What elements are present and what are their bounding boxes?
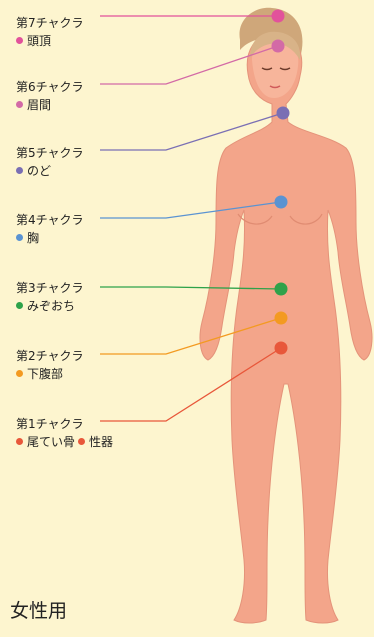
bullet-dot	[16, 302, 23, 309]
bullet-dot	[16, 37, 23, 44]
chakra-point	[275, 342, 288, 355]
chakra-name-label: 第4チャクラ	[16, 212, 84, 228]
bullet-dot	[16, 370, 23, 377]
chakra-name-label: 第1チャクラ	[16, 416, 84, 432]
chakra-location-label: 下腹部	[16, 366, 63, 382]
chakra-location-text: みぞおち	[27, 299, 75, 313]
chakra-point	[277, 107, 290, 120]
chakra-name-label: 第7チャクラ	[16, 15, 84, 31]
chakra-point	[275, 283, 288, 296]
chakra-location-label: 尾てい骨性器	[16, 434, 113, 450]
chakra-location-text: 頭頂	[27, 34, 51, 48]
chakra-location-text: のど	[27, 164, 51, 178]
chakra-location-text: 下腹部	[27, 367, 63, 381]
bullet-dot	[16, 167, 23, 174]
chakra-name-label: 第6チャクラ	[16, 79, 84, 95]
chakra-location-text: 眉間	[27, 98, 51, 112]
chakra-location-label: のど	[16, 163, 51, 179]
chakra-location-text: 性器	[89, 435, 113, 449]
bullet-dot	[16, 101, 23, 108]
chakra-point	[272, 10, 285, 23]
bullet-dot	[16, 234, 23, 241]
bullet-dot	[78, 438, 85, 445]
chakra-name-label: 第3チャクラ	[16, 280, 84, 296]
chakra-name-label: 第5チャクラ	[16, 145, 84, 161]
chakra-location-label: 胸	[16, 230, 39, 246]
chakra-point	[275, 196, 288, 209]
chakra-location-text: 胸	[27, 231, 39, 245]
caption-female: 女性用	[10, 596, 67, 623]
chakra-location-label: みぞおち	[16, 298, 75, 314]
chakra-point	[275, 312, 288, 325]
chakra-location-label: 眉間	[16, 97, 51, 113]
chakra-name-label: 第2チャクラ	[16, 348, 84, 364]
chakra-location-label: 頭頂	[16, 33, 51, 49]
chakra-point	[272, 40, 285, 53]
bullet-dot	[16, 438, 23, 445]
chakra-location-text: 尾てい骨	[27, 435, 75, 449]
